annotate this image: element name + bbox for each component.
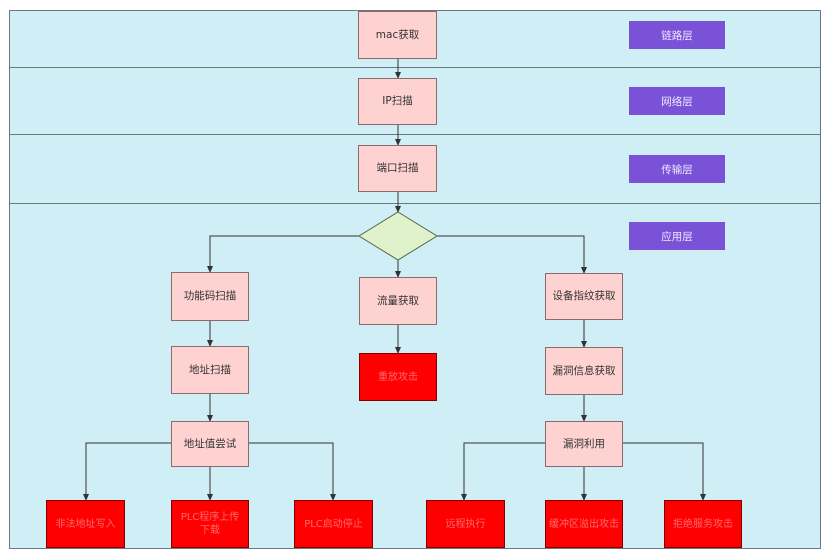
- node-denial-of-service: 拒绝服务攻击: [664, 500, 742, 548]
- node-vuln-exploit: 漏洞利用: [545, 421, 623, 467]
- decision-diamond: [358, 211, 438, 261]
- node-plc-upload-download: PLC程序上传下载: [171, 500, 249, 548]
- layer-tag-application: 应用层: [629, 222, 725, 250]
- node-ip-scan: IP扫描: [358, 78, 437, 125]
- layer-tag-link: 链路层: [629, 21, 725, 49]
- node-remote-execution: 远程执行: [426, 500, 505, 548]
- node-plc-start-stop: PLC启动停止: [294, 500, 373, 548]
- node-mac-acquire: mac获取: [358, 11, 437, 59]
- node-vuln-info-acquire: 漏洞信息获取: [545, 347, 623, 395]
- node-port-scan: 端口扫描: [358, 145, 437, 192]
- node-device-fingerprint: 设备指纹获取: [545, 273, 623, 320]
- node-buffer-overflow: 缓冲区溢出攻击: [545, 500, 623, 548]
- node-address-scan: 地址扫描: [171, 346, 249, 394]
- node-traffic-acquire: 流量获取: [359, 277, 437, 325]
- node-address-value-try: 地址值尝试: [171, 421, 249, 467]
- node-illegal-address-write: 非法地址写入: [46, 500, 125, 548]
- layer-tag-network: 网络层: [629, 87, 725, 115]
- node-replay-attack: 重放攻击: [359, 353, 437, 401]
- layer-tag-transport: 传输层: [629, 155, 725, 183]
- node-function-code-scan: 功能码扫描: [171, 272, 249, 321]
